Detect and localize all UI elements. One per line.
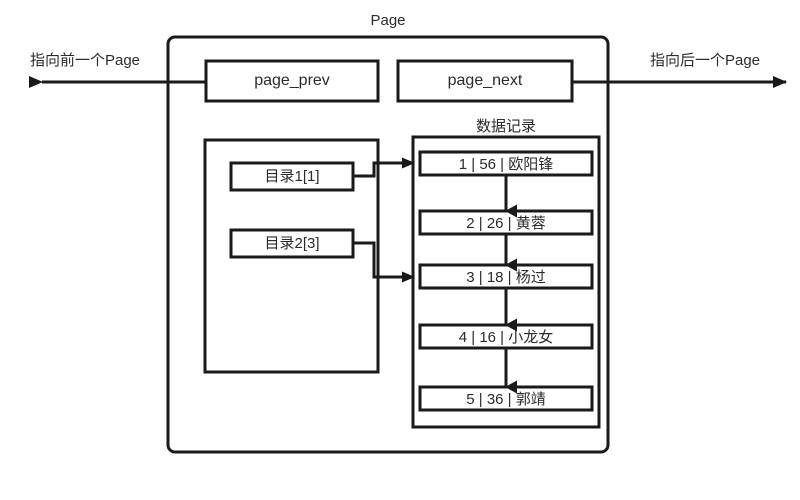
- prev-pointer-label: 指向前一个Page: [29, 52, 141, 69]
- directory-2-to-record-3-connector: [353, 241, 415, 283]
- directory-entry-2-label: 目录2[3]: [264, 235, 320, 252]
- page-prev-label: page_prev: [254, 72, 330, 89]
- record-row-4-label: 4 | 16 | 小龙女: [458, 329, 554, 346]
- page-next-label: page_next: [447, 72, 523, 89]
- directory-1-to-record-1-connector: [353, 157, 415, 178]
- record-row-5-label: 5 | 36 | 郭靖: [466, 391, 546, 408]
- record-row-2-label: 2 | 26 | 黄蓉: [466, 215, 546, 232]
- record-row-3-label: 3 | 18 | 杨过: [466, 269, 546, 286]
- page-next-box[interactable]: [396, 59, 574, 103]
- records-group-label: 数据记录: [475, 118, 536, 135]
- next-pointer-label: 指向后一个Page: [649, 52, 761, 69]
- directory-entry-1-label: 目录1[1]: [264, 168, 320, 185]
- page-container-box: [166, 35, 610, 454]
- page-title: Page: [370, 12, 406, 29]
- directory-entry-1-box[interactable]: [229, 161, 355, 192]
- record-row-1-label: 1 | 56 | 欧阳锋: [458, 156, 554, 173]
- page-prev-box[interactable]: [204, 59, 380, 103]
